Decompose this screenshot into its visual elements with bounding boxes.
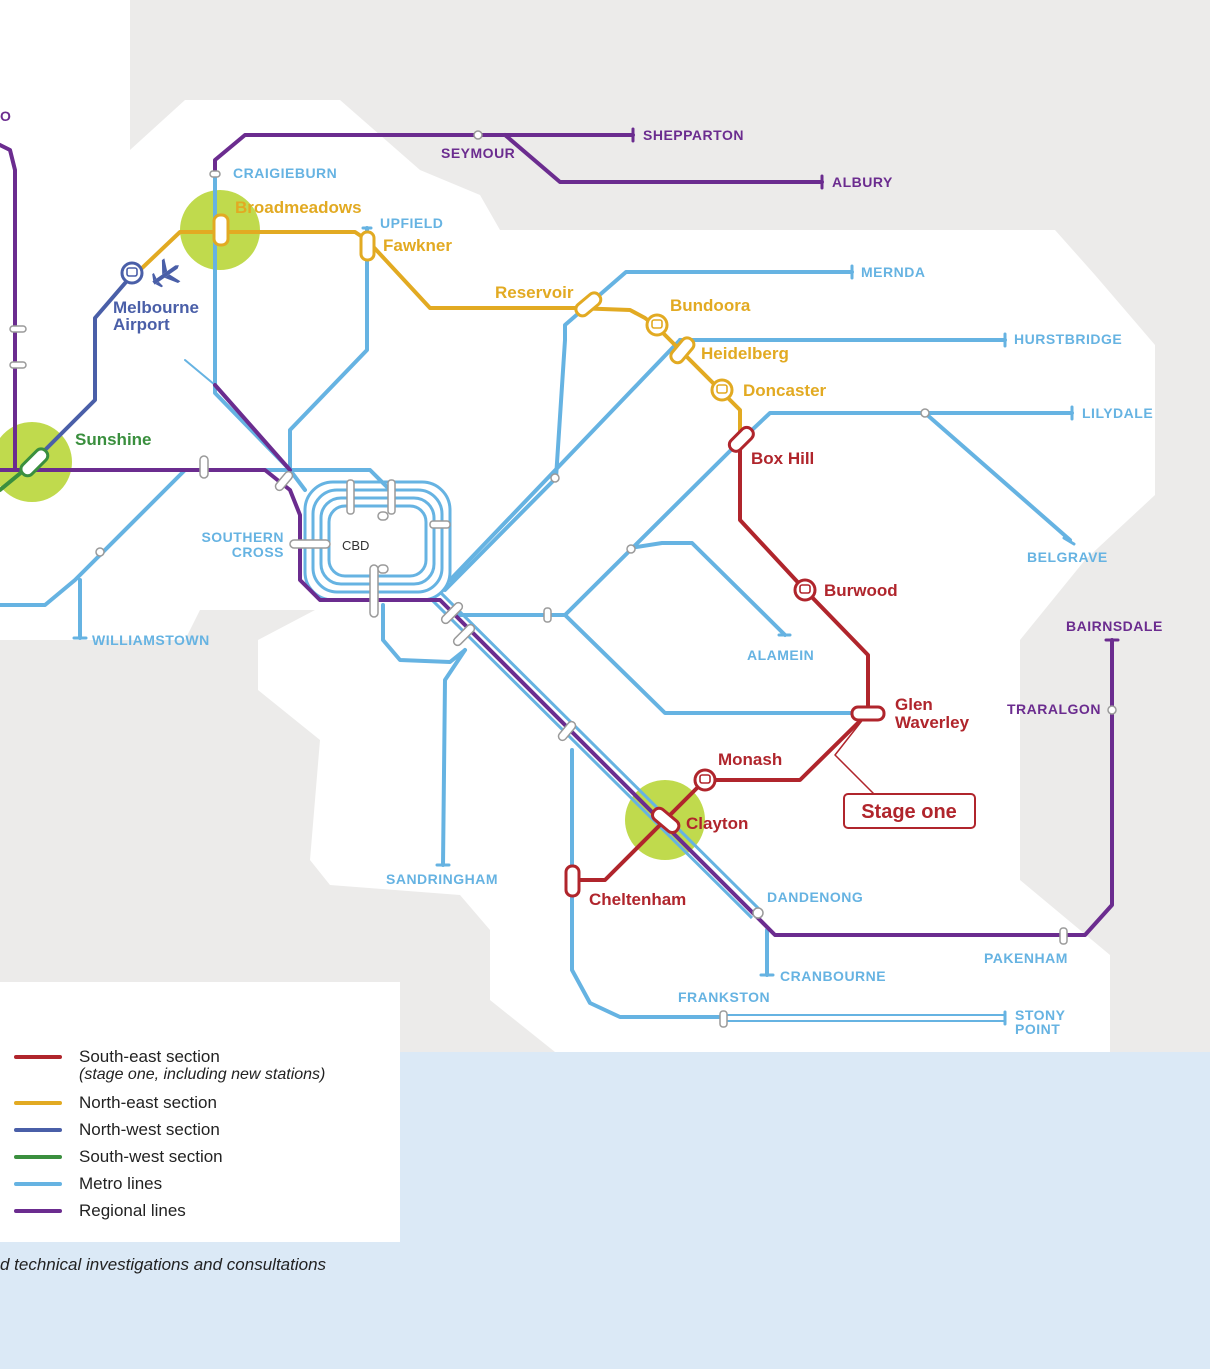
legend-swatch-north-west: [14, 1128, 62, 1132]
label-frankston: FRANKSTON: [678, 989, 770, 1005]
label-hurstbridge: HURSTBRIDGE: [1014, 331, 1122, 347]
train-station-icons: [126, 267, 811, 784]
footnote: d technical investigations and consultat…: [0, 1255, 327, 1274]
legend-swatch-regional: [14, 1209, 62, 1213]
legend-label-metro: Metro lines: [79, 1174, 163, 1193]
legend-item-regional: Regional lines: [14, 1201, 186, 1221]
legend-item-north-west: North-west section: [14, 1120, 220, 1140]
label-box-hill: Box Hill: [751, 449, 814, 468]
label-reservoir: Reservoir: [495, 283, 574, 302]
map-legend: South-east section (stage one, including…: [0, 982, 400, 1242]
legend-label-regional: Regional lines: [79, 1201, 186, 1220]
label-melbourne-airport-1: Melbourne: [113, 298, 199, 317]
label-albury: ALBURY: [832, 174, 893, 190]
legend-swatch-north-east: [14, 1101, 62, 1105]
label-broadmeadows: Broadmeadows: [235, 198, 362, 217]
label-shepparton: SHEPPARTON: [643, 127, 744, 143]
stage-one-label: Stage one: [861, 801, 957, 823]
legend-label-north-west: North-west section: [79, 1120, 220, 1139]
label-glen-waverley-2: Waverley: [895, 713, 970, 732]
stage-one-box: [843, 793, 976, 829]
label-seymour: SEYMOUR: [441, 145, 515, 161]
legend-label-north-east: North-east section: [79, 1093, 217, 1112]
legend-swatch-south-east: [14, 1055, 62, 1059]
label-mernda: MERNDA: [861, 264, 925, 280]
label-bairnsdale: BAIRNSDALE: [1066, 618, 1163, 634]
label-cheltenham: Cheltenham: [589, 890, 686, 909]
label-sandringham: SANDRINGHAM: [386, 871, 498, 887]
label-monash: Monash: [718, 750, 782, 769]
legend-label-south-east: South-east section: [79, 1047, 220, 1066]
label-bundoora: Bundoora: [670, 296, 751, 315]
legend-note-south-east: (stage one, including new stations): [79, 1066, 326, 1083]
label-glen-waverley-1: Glen: [895, 695, 933, 714]
label-melbourne-airport-2: Airport: [113, 315, 170, 334]
label-alamein: ALAMEIN: [747, 647, 814, 663]
legend-item-south-west: South-west section: [14, 1147, 223, 1167]
label-southern-cross-2: CROSS: [232, 544, 284, 560]
label-doncaster: Doncaster: [743, 381, 827, 400]
legend-item-south-east: South-east section: [14, 1047, 220, 1067]
label-cbd: CBD: [342, 538, 369, 553]
label-craigieburn: CRAIGIEBURN: [233, 165, 337, 181]
label-fawkner: Fawkner: [383, 236, 452, 255]
label-edge-partial: O: [0, 108, 11, 124]
regional-lines: [0, 133, 1114, 937]
label-pakenham: PAKENHAM: [984, 950, 1068, 966]
label-sunshine: Sunshine: [75, 430, 152, 449]
legend-item-north-east: North-east section: [14, 1093, 217, 1113]
legend-item-metro: Metro lines: [14, 1174, 162, 1194]
label-stony-point-1: STONY: [1015, 1007, 1066, 1023]
legend-swatch-metro: [14, 1182, 62, 1186]
metro-land-area: [0, 0, 1155, 1052]
south-east-section: [570, 438, 876, 882]
label-upfield: UPFIELD: [380, 215, 443, 231]
label-belgrave: BELGRAVE: [1027, 549, 1108, 565]
label-heidelberg: Heidelberg: [701, 344, 789, 363]
label-traralgon: TRARALGON: [1007, 701, 1101, 717]
label-cranbourne: CRANBOURNE: [780, 968, 886, 984]
legend-swatch-south-west: [14, 1155, 62, 1159]
label-burwood: Burwood: [824, 581, 898, 600]
line-terminals: [72, 127, 1120, 1026]
interchange-markers: [9, 130, 1117, 1028]
label-lilydale: LILYDALE: [1082, 405, 1153, 421]
label-stony-point-2: POINT: [1015, 1021, 1060, 1037]
legend-label-south-west: South-west section: [79, 1147, 223, 1166]
label-clayton: Clayton: [686, 814, 748, 833]
label-dandenong: DANDENONG: [767, 889, 863, 905]
label-southern-cross-1: SOUTHERN: [201, 529, 284, 545]
north-west-section: [38, 273, 134, 457]
metro-lines: [0, 173, 1074, 1022]
airplane-icon: [152, 258, 181, 288]
label-williamstown: WILLIAMSTOWN: [92, 632, 210, 648]
